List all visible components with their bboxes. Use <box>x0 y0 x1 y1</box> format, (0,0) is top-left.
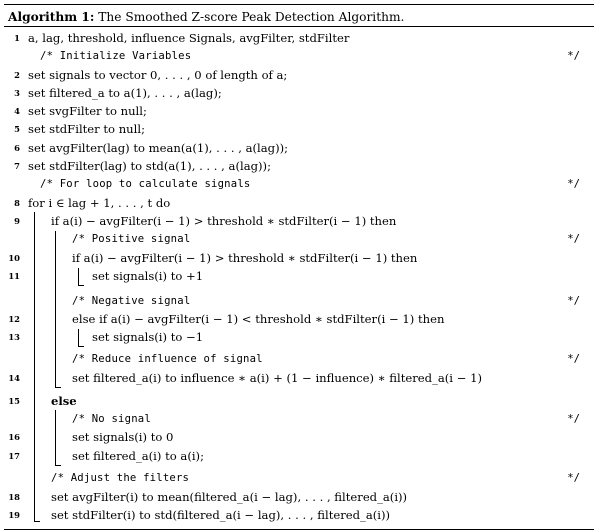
algo-line-13: 13 set signals(i) to −1 <box>4 328 594 346</box>
algo-line-12: 12 else if a(i) − avgFilter(i − 1) < thr… <box>4 310 594 328</box>
comment-end: */ <box>567 472 580 484</box>
comment-text: /* For loop to calculate signals <box>40 178 251 190</box>
comment-end: */ <box>567 50 580 62</box>
caption-title: The Smoothed Z-score Peak Detection Algo… <box>98 10 405 24</box>
algo-line-19: 19 set stdFilter(i) to std(filtered_a(i … <box>4 506 594 524</box>
line-text: set signals to vector 0, . . . , 0 of le… <box>28 68 288 82</box>
then-block-rule-1 <box>78 268 79 285</box>
line-text: set stdFilter(lag) to std(a(1), . . . , … <box>28 159 271 173</box>
line-text: set stdFilter(i) to std(filtered_a(i − l… <box>51 508 391 522</box>
line-number: 16 <box>8 432 20 442</box>
line-number: 5 <box>14 124 20 134</box>
if-block-hook <box>55 387 61 388</box>
algo-line-3: 3 set filtered_a to a(1), . . . , a(lag)… <box>4 84 594 102</box>
algo-line-4: 4 set svgFilter to null; <box>4 102 594 120</box>
caption-rule <box>4 26 594 27</box>
comment-end: */ <box>567 178 580 190</box>
algo-line-18: 18 set avgFilter(i) to mean(filtered_a(i… <box>4 488 594 506</box>
comment-text: /* Negative signal <box>72 295 191 307</box>
line-number: 8 <box>14 198 20 208</box>
line-text: a, lag, threshold, influence Signals, av… <box>28 31 350 45</box>
caption-label: Algorithm 1: <box>8 10 95 24</box>
if-block-rule <box>55 231 56 387</box>
comment-text: /* Initialize Variables <box>40 50 192 62</box>
comment-text: /* Adjust the filters <box>51 472 190 484</box>
comment-text: /* No signal <box>72 413 151 425</box>
algo-line-10: 10 if a(i) − avgFilter(i − 1) > threshol… <box>4 249 594 267</box>
algo-comment-3: /* Positive signal */ <box>4 230 594 248</box>
comment-end: */ <box>567 233 580 245</box>
algo-line-2: 2 set signals to vector 0, . . . , 0 of … <box>4 66 594 84</box>
then-block-rule-2 <box>78 329 79 346</box>
line-number: 13 <box>8 332 20 342</box>
algo-line-6: 6 set avgFilter(lag) to mean(a(1), . . .… <box>4 139 594 157</box>
algorithm-caption: Algorithm 1: The Smoothed Z-score Peak D… <box>8 8 404 26</box>
line-number: 2 <box>14 70 20 80</box>
line-text: set filtered_a(i) to a(i); <box>72 449 204 463</box>
comment-end: */ <box>567 413 580 425</box>
for-block-rule <box>34 212 35 521</box>
then-block-hook-2 <box>78 346 84 347</box>
line-number: 17 <box>8 451 20 461</box>
line-text: if a(i) − avgFilter(i − 1) > threshold ∗… <box>72 251 418 265</box>
else-block-rule <box>55 410 56 465</box>
line-number: 9 <box>14 216 20 226</box>
algo-line-1: 1 a, lag, threshold, influence Signals, … <box>4 29 594 47</box>
for-block-hook <box>34 521 40 522</box>
line-text: set svgFilter to null; <box>28 104 147 118</box>
line-text: if a(i) − avgFilter(i − 1) > threshold ∗… <box>51 214 397 228</box>
line-number: 4 <box>14 106 20 116</box>
line-number: 14 <box>8 373 20 383</box>
algorithm-box: Algorithm 1: The Smoothed Z-score Peak D… <box>4 4 594 530</box>
line-text: else if a(i) − avgFilter(i − 1) < thresh… <box>72 312 445 326</box>
line-text: for i ∈ lag + 1, . . . , t do <box>28 196 171 210</box>
algo-line-9: 9 if a(i) − avgFilter(i − 1) > threshold… <box>4 212 594 230</box>
line-text: set avgFilter(lag) to mean(a(1), . . . ,… <box>28 141 289 155</box>
line-number: 12 <box>8 314 20 324</box>
line-text: set stdFilter to null; <box>28 122 145 136</box>
line-number: 1 <box>14 33 20 43</box>
comment-text: /* Positive signal <box>72 233 191 245</box>
algo-line-11: 11 set signals(i) to +1 <box>4 267 594 285</box>
line-text: set filtered_a to a(1), . . . , a(lag); <box>28 86 222 100</box>
line-text: else <box>51 394 77 408</box>
line-text: set signals(i) to −1 <box>92 330 204 344</box>
algo-comment-4: /* Negative signal */ <box>4 292 594 310</box>
line-number: 19 <box>8 510 20 520</box>
algo-comment-6: /* No signal */ <box>4 410 594 428</box>
comment-end: */ <box>567 295 580 307</box>
line-number: 15 <box>8 396 20 406</box>
algo-line-17: 17 set filtered_a(i) to a(i); <box>4 447 594 465</box>
line-number: 11 <box>8 271 20 281</box>
line-number: 7 <box>14 161 20 171</box>
line-number: 10 <box>8 253 20 263</box>
algo-line-14: 14 set filtered_a(i) to influence ∗ a(i)… <box>4 369 594 387</box>
algo-line-8: 8 for i ∈ lag + 1, . . . , t do <box>4 194 594 212</box>
line-text: set avgFilter(i) to mean(filtered_a(i − … <box>51 490 408 504</box>
then-block-hook-1 <box>78 285 84 286</box>
line-text: set signals(i) to 0 <box>72 430 174 444</box>
else-block-hook <box>55 465 61 466</box>
line-number: 6 <box>14 143 20 153</box>
algo-line-15: 15 else <box>4 392 594 410</box>
line-text: set signals(i) to +1 <box>92 269 204 283</box>
line-text: set filtered_a(i) to influence ∗ a(i) + … <box>72 371 482 385</box>
algo-comment-1: /* Initialize Variables */ <box>4 47 594 65</box>
algo-comment-2: /* For loop to calculate signals */ <box>4 175 594 193</box>
comment-text: /* Reduce influence of signal <box>72 353 263 365</box>
algo-line-5: 5 set stdFilter to null; <box>4 120 594 138</box>
algo-line-16: 16 set signals(i) to 0 <box>4 428 594 446</box>
line-number: 18 <box>8 492 20 502</box>
comment-end: */ <box>567 353 580 365</box>
algo-comment-5: /* Reduce influence of signal */ <box>4 350 594 368</box>
line-number: 3 <box>14 88 20 98</box>
algo-line-7: 7 set stdFilter(lag) to std(a(1), . . . … <box>4 157 594 175</box>
algo-comment-7: /* Adjust the filters */ <box>4 469 594 487</box>
